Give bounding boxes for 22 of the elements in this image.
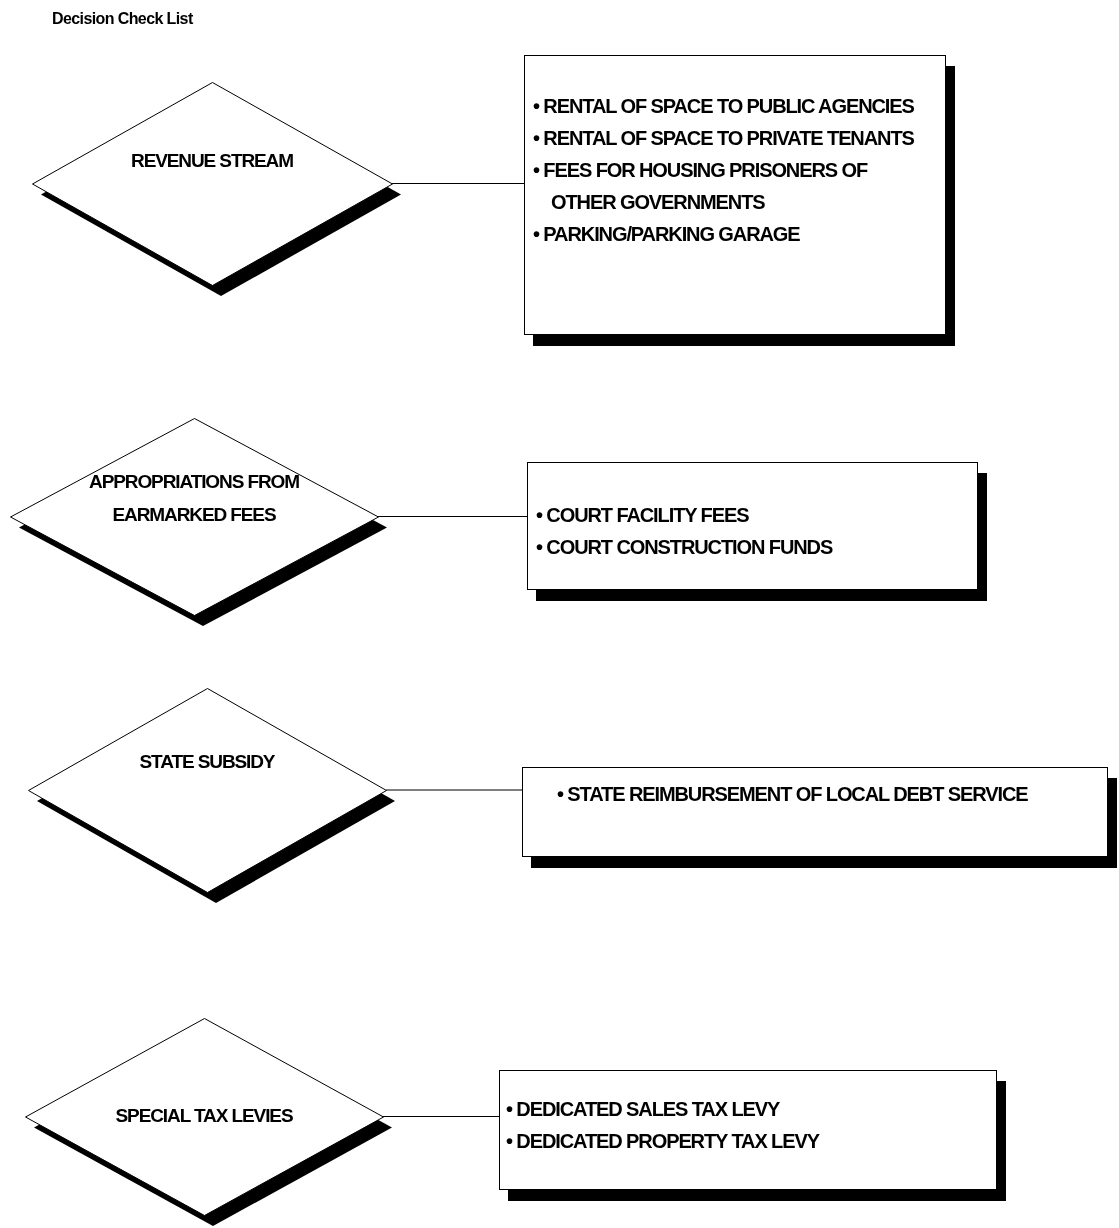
bullet-item: • FEES FOR HOUSING PRISONERS OF OTHER GOVERNMENTS [532,158,869,215]
diamond-label: STATE SUBSIDY [139,750,275,772]
bullet-item: • RENTAL OF SPACE TO PUBLIC AGENCIES [532,94,915,119]
decision-diamond [25,1018,392,1226]
connector-line [391,183,525,184]
bullet-item: • STATE REIMBURSEMENT OF LOCAL DEBT SERVICE [556,782,1029,807]
bullet-item: • DEDICATED PROPERTY TAX LEVY [505,1129,821,1154]
connector-line [382,1116,500,1117]
bullet-item: • PARKING/PARKING GARAGE [532,222,801,247]
bullet-item: • COURT FACILITY FEES [535,503,750,528]
bullet-item: • DEDICATED SALES TAX LEVY [505,1097,781,1122]
decision-diamond [10,418,387,626]
diamond-label: REVENUE STREAM [131,150,293,172]
bullet-item: • RENTAL OF SPACE TO PRIVATE TENANTS [532,126,915,151]
decision-diamond [32,82,401,296]
decision-diamond [28,688,395,903]
bullet-item: • COURT CONSTRUCTION FUNDS [535,535,834,560]
connector-line [385,789,523,791]
title: Decision Check List [52,10,193,28]
diamond-label: SPECIAL TAX LEVIES [115,1105,293,1127]
diamond-label: APPROPRIATIONS FROM EARMARKED FEES [89,471,299,525]
connector-line [377,516,528,517]
